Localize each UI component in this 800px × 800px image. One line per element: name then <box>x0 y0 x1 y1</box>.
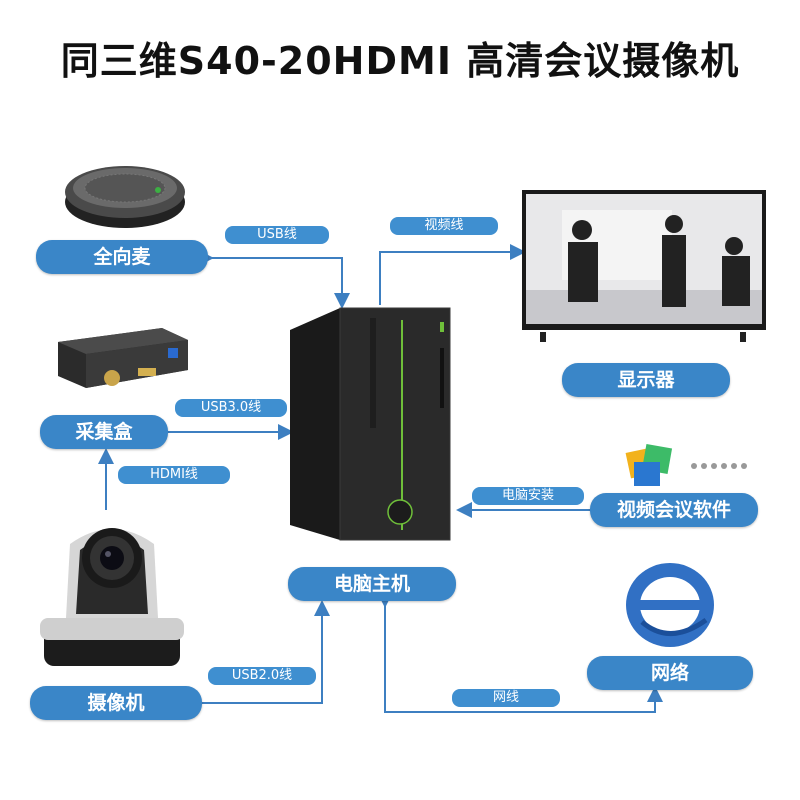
line-mic-host <box>198 250 350 309</box>
label-usb20: USB2.0线 <box>208 667 316 685</box>
line-host-network <box>377 592 663 713</box>
software-cube-icon <box>620 440 760 490</box>
label-usb: USB线 <box>225 226 329 244</box>
label-hdmi: HDMI线 <box>118 466 230 484</box>
capture-box-device <box>52 322 192 394</box>
label-install: 电脑安装 <box>472 487 584 505</box>
node-camera: 摄像机 <box>30 686 202 720</box>
label-video: 视频线 <box>390 217 498 235</box>
ptz-camera-device <box>36 514 188 670</box>
network-e-icon <box>622 560 718 650</box>
node-mic: 全向麦 <box>36 240 208 274</box>
label-net: 网线 <box>452 689 560 707</box>
node-capture-box: 采集盒 <box>40 415 168 449</box>
line-host-display <box>379 244 526 305</box>
node-display: 显示器 <box>562 363 730 397</box>
desktop-pc-device <box>290 300 460 552</box>
node-software: 视频会议软件 <box>590 493 758 527</box>
node-host: 电脑主机 <box>288 567 456 601</box>
page-title: 同三维S40-20HDMI 高清会议摄像机 <box>60 39 740 83</box>
node-network: 网络 <box>587 656 753 690</box>
tv-monitor-device <box>522 190 766 342</box>
label-usb30: USB3.0线 <box>175 399 287 417</box>
line-camera-host <box>180 600 330 704</box>
speakerphone-device <box>62 152 188 232</box>
